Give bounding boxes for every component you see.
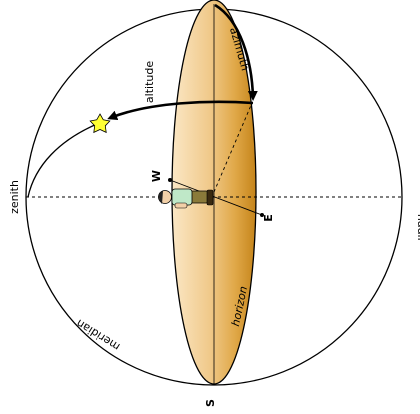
label-south: S [204, 399, 217, 407]
meridian-arc [27, 123, 98, 198]
label-nadir: nadir [415, 214, 420, 243]
star-icon [89, 113, 111, 134]
label-meridian: meridian [74, 317, 122, 354]
altitude-arc [107, 100, 254, 121]
west-point [168, 178, 172, 182]
azimuth-arc [214, 3, 258, 101]
label-east: E [262, 214, 275, 222]
label-zenith: zenith [8, 180, 21, 214]
label-altitude: altitude [143, 61, 156, 103]
azimuth-projection-line [213, 102, 253, 193]
east-point [260, 213, 264, 217]
label-west: W [150, 170, 163, 182]
west-east-line [169, 179, 263, 216]
observer-icon [158, 188, 214, 209]
